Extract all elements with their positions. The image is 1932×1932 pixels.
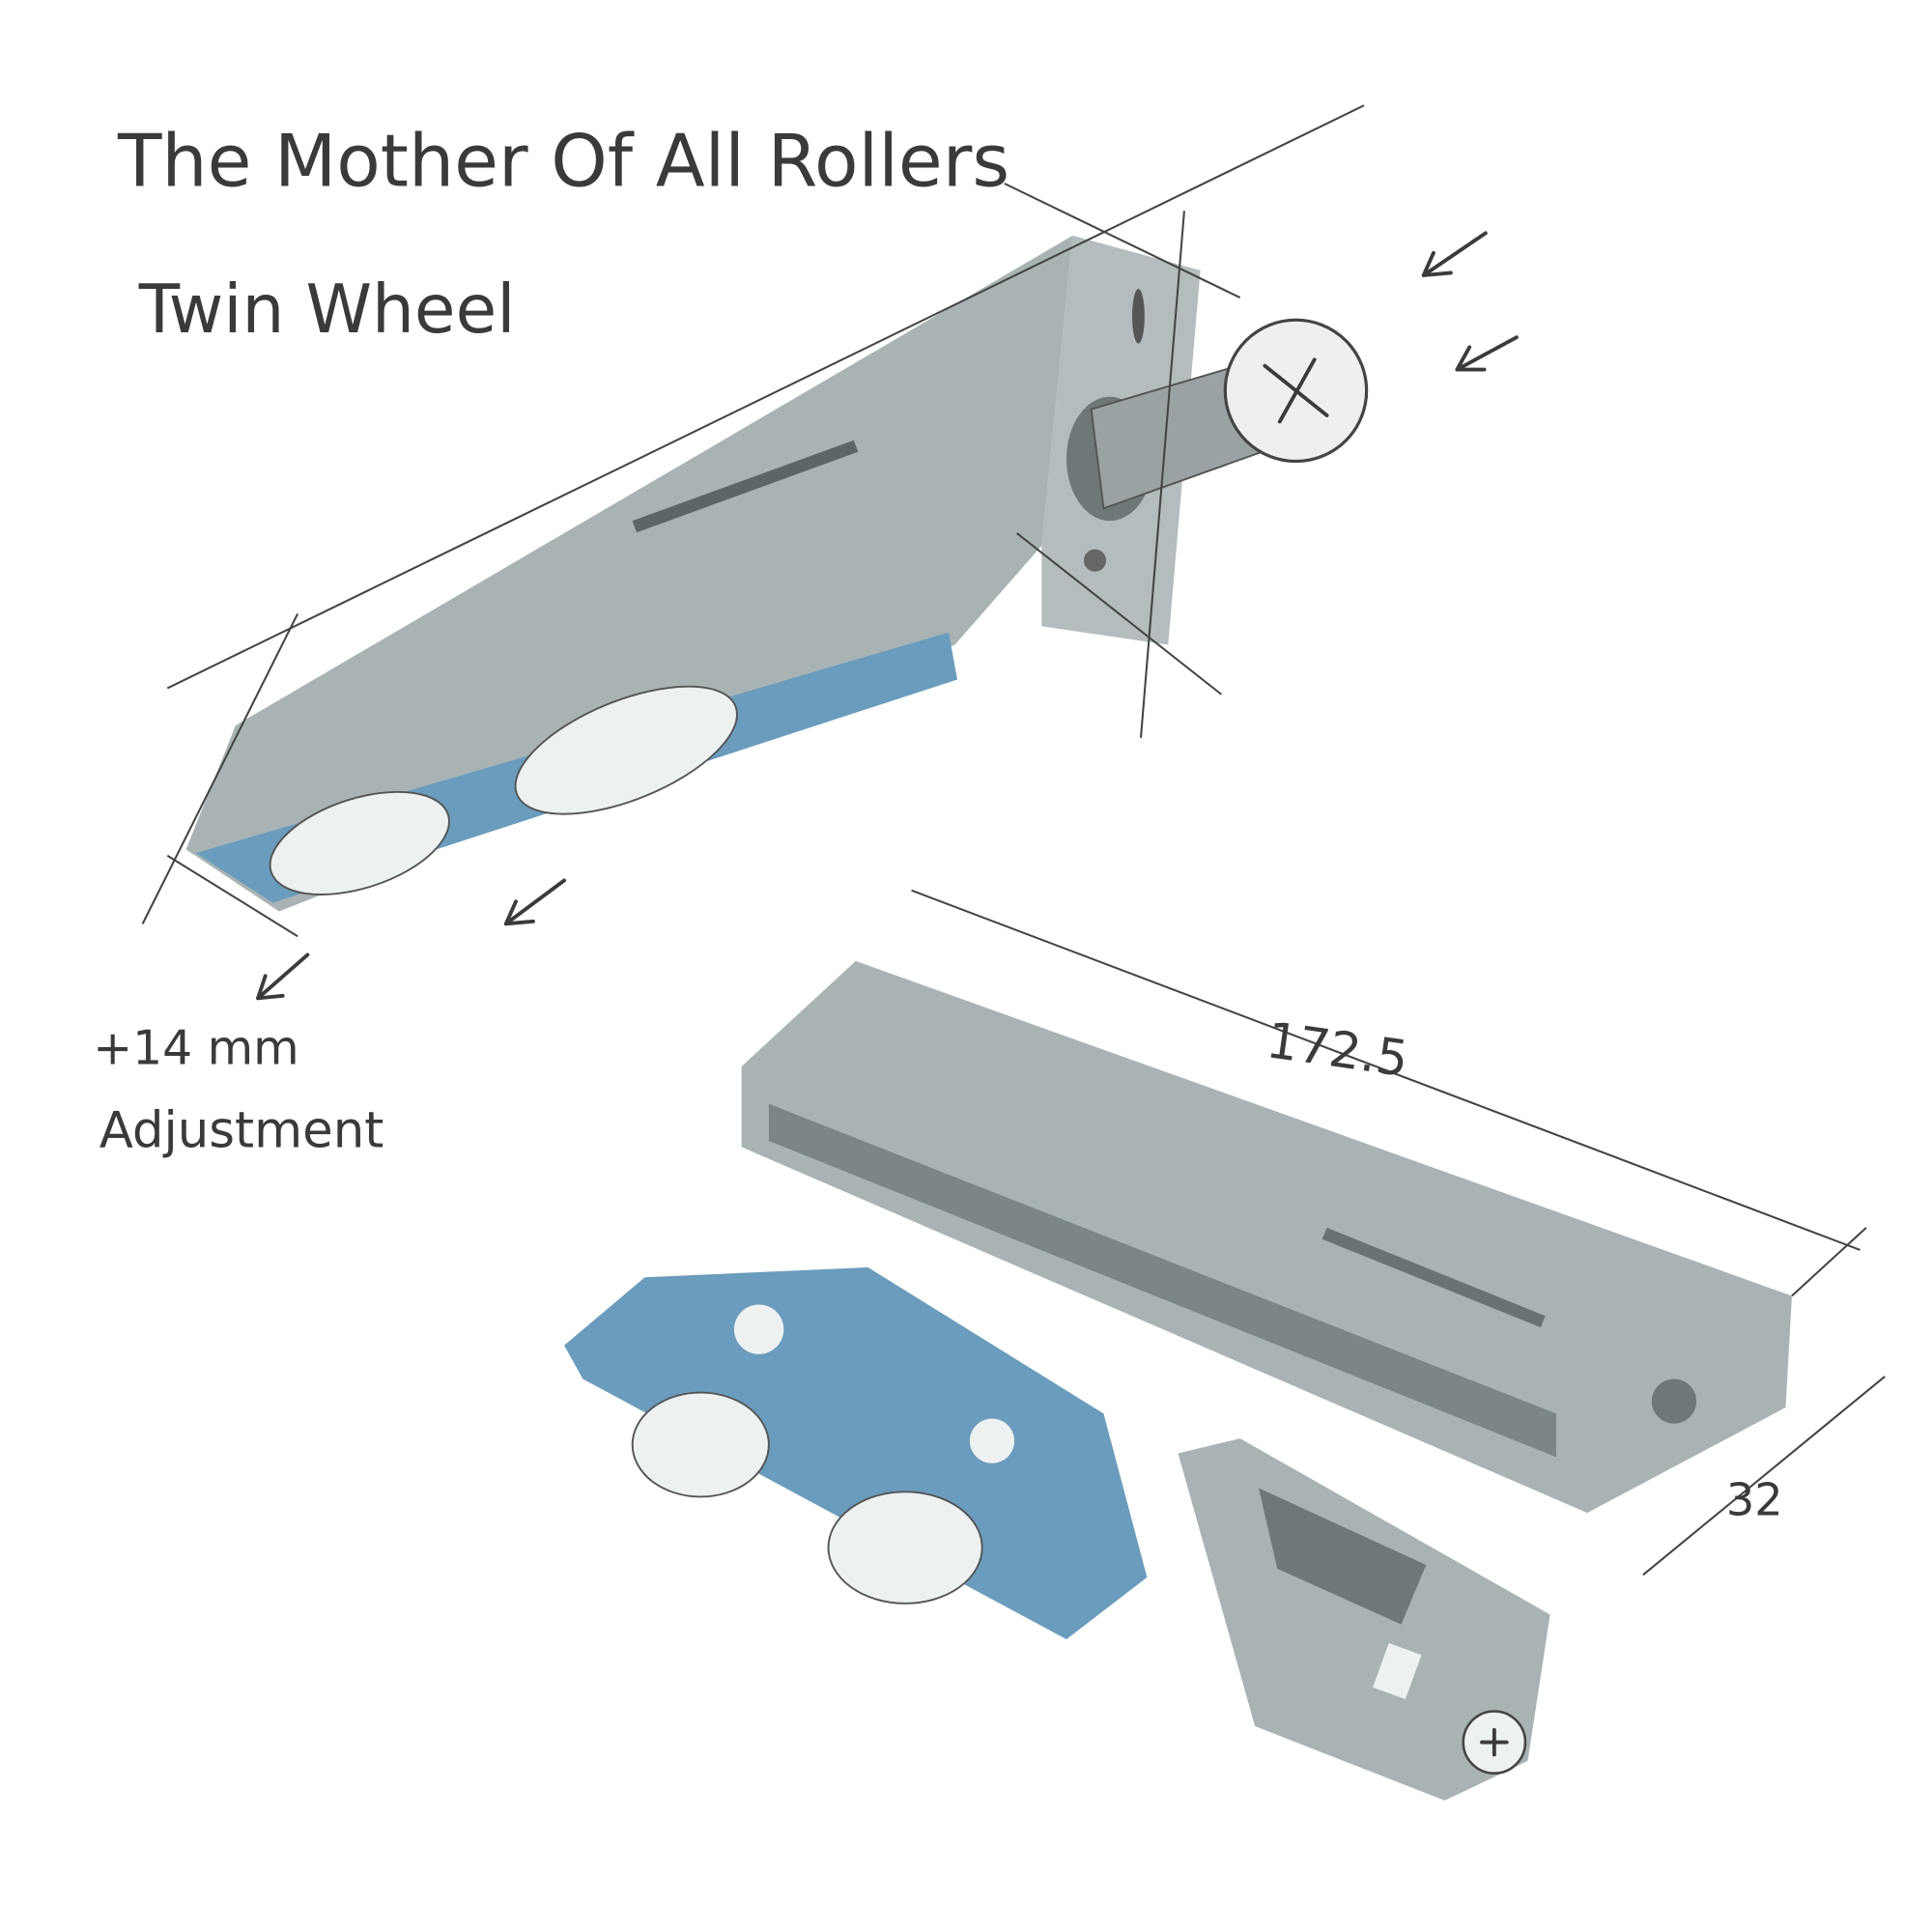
arrow-icon (256, 952, 310, 1001)
carriage-wheel (631, 1391, 770, 1498)
sketch-title: The Mother Of All Rollers (117, 120, 1009, 204)
carriage-hole (969, 1418, 1015, 1463)
sketch-subtitle: Twin Wheel (138, 271, 516, 349)
arrow-icon (1421, 231, 1488, 277)
screw-cross-icon (1263, 357, 1329, 424)
channel-inner-face (768, 1103, 1557, 1458)
direction-arrows (256, 231, 1519, 1001)
length-dimension: 172.5 (1264, 1011, 1412, 1089)
roller-wheel (514, 685, 738, 815)
adjustment-label: Adjustment (99, 1101, 384, 1159)
end-slot (1132, 289, 1145, 344)
adjustment-value: +14 mm (93, 1020, 298, 1075)
end-cap (1178, 1438, 1550, 1801)
assembled-roller (141, 104, 1369, 938)
channel-end-hole (1651, 1378, 1697, 1424)
arrow-icon (503, 878, 567, 926)
carriage-hole (733, 1304, 784, 1354)
carriage-wheel (827, 1491, 983, 1605)
blue-carriage (564, 1266, 1148, 1640)
arrow-icon (1455, 335, 1519, 372)
end-small-hole (1083, 549, 1107, 572)
roller-body-side (185, 235, 1073, 912)
adjustment-slot (632, 440, 859, 533)
channel-housing (741, 889, 1886, 1577)
width-dimension: 32 (1726, 1474, 1783, 1526)
channel-slot (1321, 1227, 1546, 1328)
roller-wheel (269, 790, 450, 895)
